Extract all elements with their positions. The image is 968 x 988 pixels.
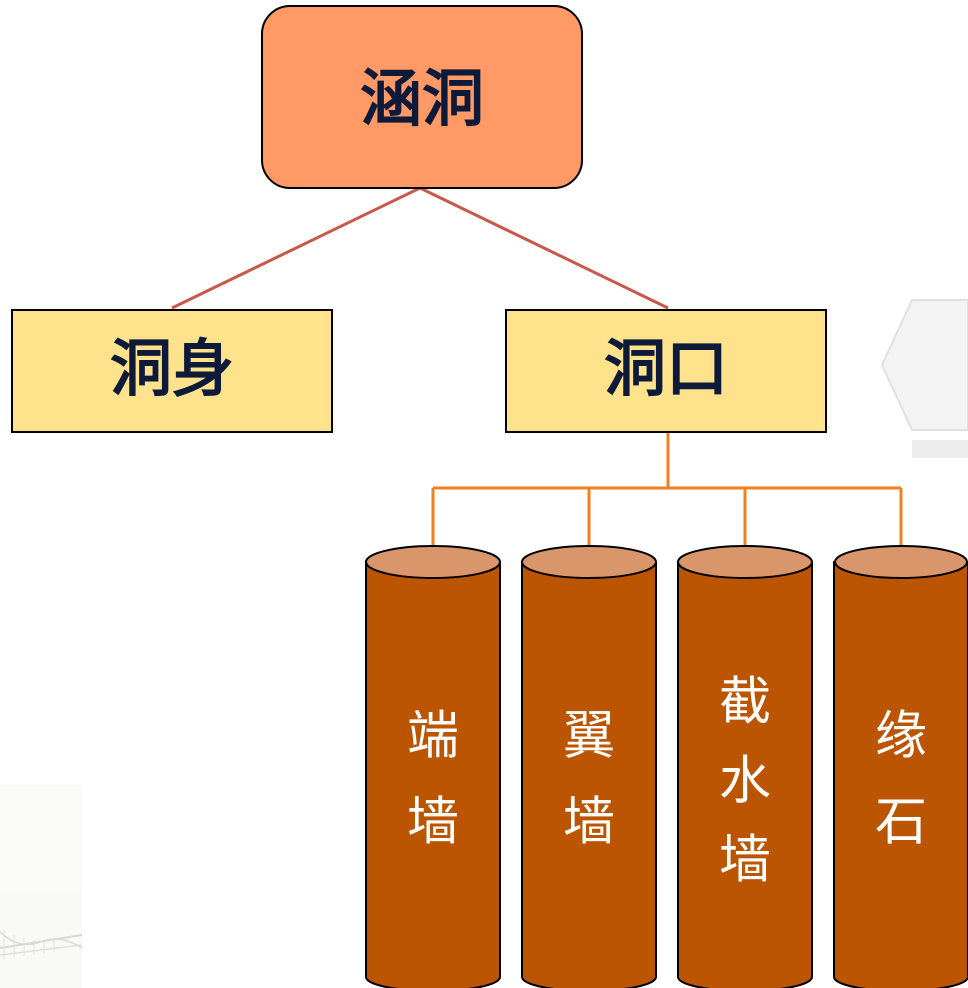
outlet-part-column-4: 缘 石 [833,545,968,988]
column-4-char-1: 缘 [875,707,927,767]
outlet-part-column-3: 截 水 墙 [677,545,813,988]
root-connectors [171,186,669,310]
column-1-char-2: 墙 [407,793,459,853]
outlet-part-column-1: 端 墙 [365,545,501,988]
child-node-body: 洞身 [11,309,333,433]
root-node: 涵洞 [261,5,583,189]
column-3-char-3: 墙 [719,831,771,891]
column-2-char-1: 翼 [563,707,615,767]
decorative-hexagon [880,299,968,458]
column-2-char-2: 墙 [563,793,615,853]
child-label-outlet: 洞口 [604,332,728,405]
bridge-thumbnail-image [0,785,83,988]
child-node-outlet: 洞口 [505,309,827,433]
outlet-part-column-2: 翼 墙 [521,545,657,988]
column-3-char-2: 水 [719,752,771,812]
column-3-char-1: 截 [719,673,771,733]
column-1-char-1: 端 [407,707,459,767]
outlet-branch-connectors [431,432,903,548]
child-label-body: 洞身 [110,332,234,405]
column-4-char-2: 石 [875,793,927,853]
root-label: 涵洞 [360,62,484,135]
